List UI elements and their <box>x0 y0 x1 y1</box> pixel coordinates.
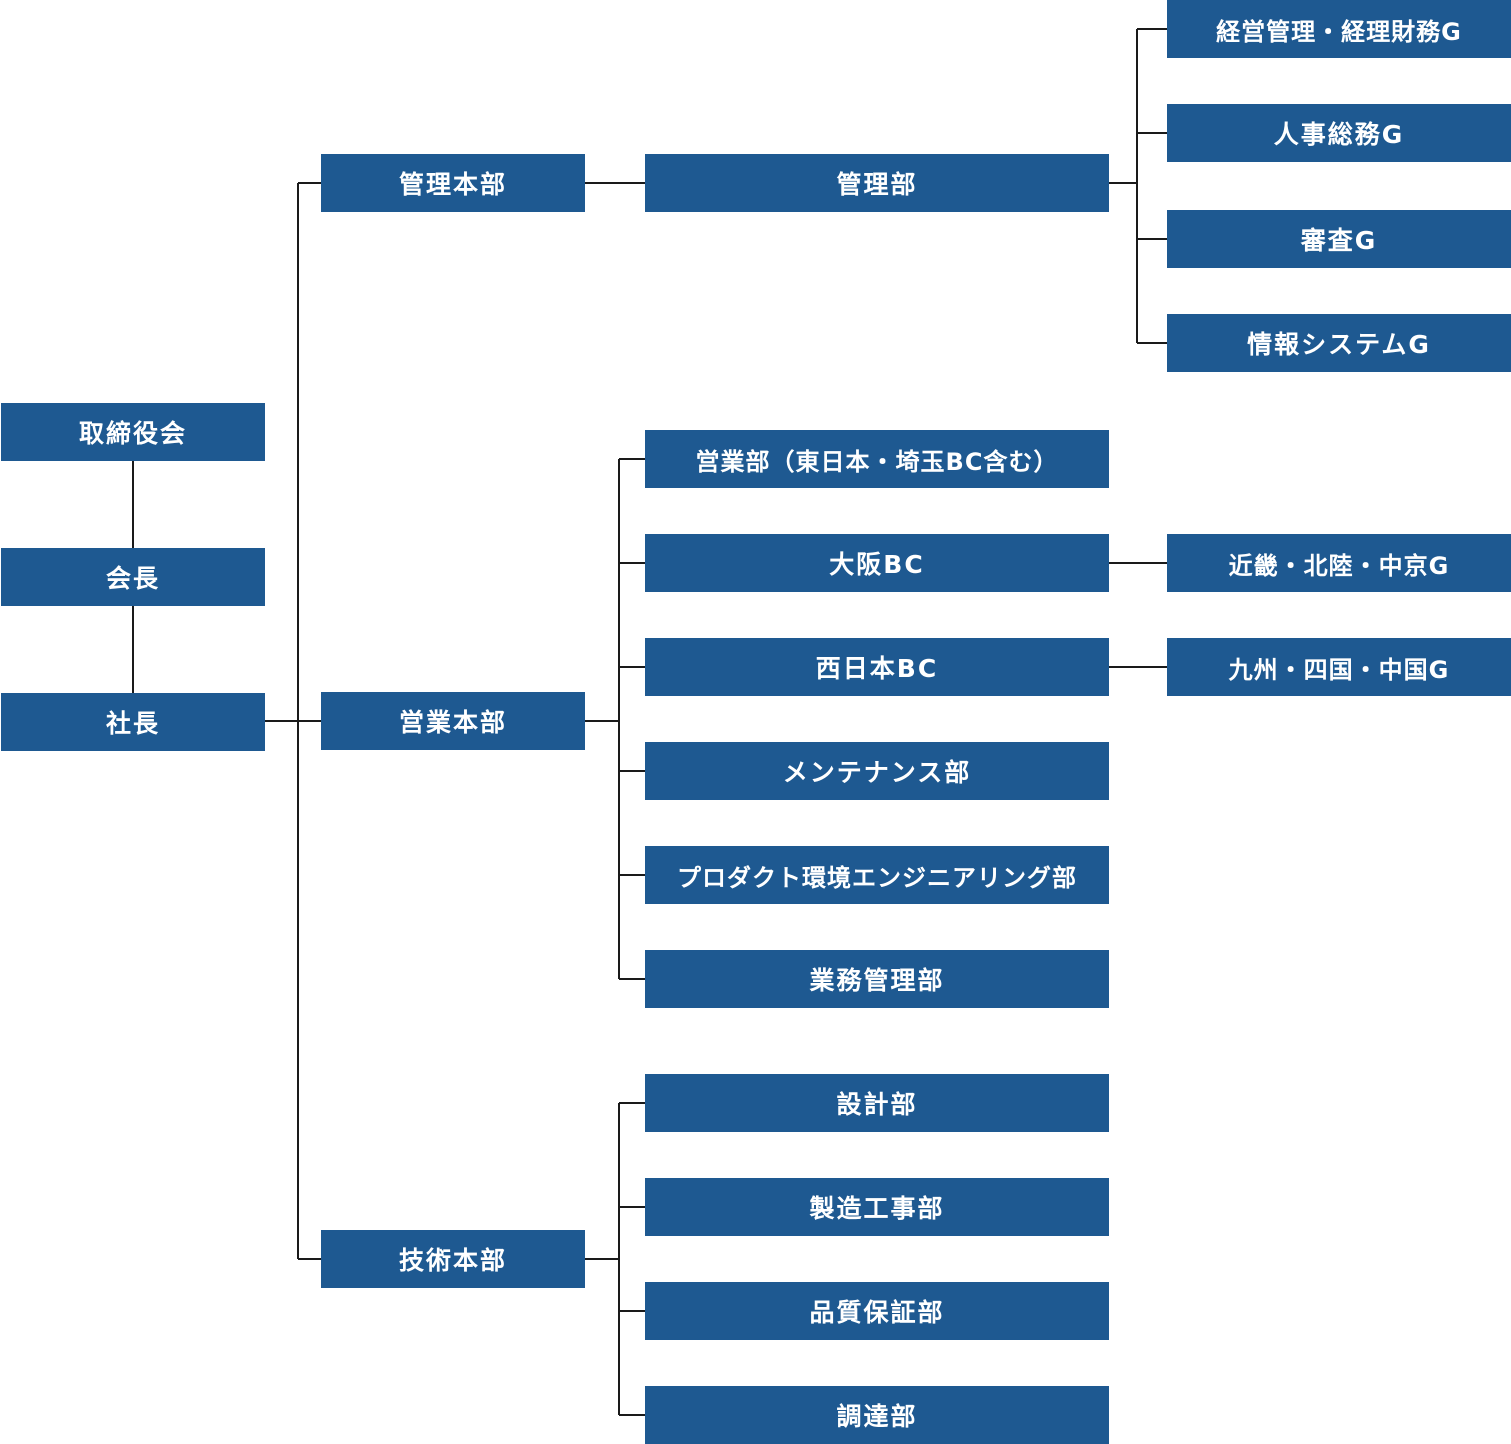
sales-dept-box: 営業部（東日本・埼玉BC含む） <box>645 430 1109 488</box>
info-systems-group-box: 情報システムG <box>1167 314 1511 372</box>
procurement-dept-box: 調達部 <box>645 1386 1109 1444</box>
president-box: 社長 <box>1 693 265 751</box>
hr-general-affairs-group-box: 人事総務G <box>1167 104 1511 162</box>
admin-hq-box: 管理本部 <box>321 154 585 212</box>
maintenance-dept-box: メンテナンス部 <box>645 742 1109 800</box>
quality-assurance-dept-box: 品質保証部 <box>645 1282 1109 1340</box>
business-admin-dept-box: 業務管理部 <box>645 950 1109 1008</box>
manufacturing-dept-box: 製造工事部 <box>645 1178 1109 1236</box>
design-dept-box: 設計部 <box>645 1074 1109 1132</box>
chairman-box: 会長 <box>1 548 265 606</box>
kyushu-shikoku-chugoku-group-box: 九州・四国・中国G <box>1167 638 1511 696</box>
audit-group-box: 審査G <box>1167 210 1511 268</box>
sales-hq-box: 営業本部 <box>321 692 585 750</box>
admin-dept-box: 管理部 <box>645 154 1109 212</box>
board-box: 取締役会 <box>1 403 265 461</box>
nishi-nihon-bc-box: 西日本BC <box>645 638 1109 696</box>
tech-hq-box: 技術本部 <box>321 1230 585 1288</box>
kinki-hokuriku-chukyo-group-box: 近畿・北陸・中京G <box>1167 534 1511 592</box>
osaka-bc-box: 大阪BC <box>645 534 1109 592</box>
management-accounting-group-box: 経営管理・経理財務G <box>1167 0 1511 58</box>
product-engineering-dept-box: プロダクト環境エンジニアリング部 <box>645 846 1109 904</box>
